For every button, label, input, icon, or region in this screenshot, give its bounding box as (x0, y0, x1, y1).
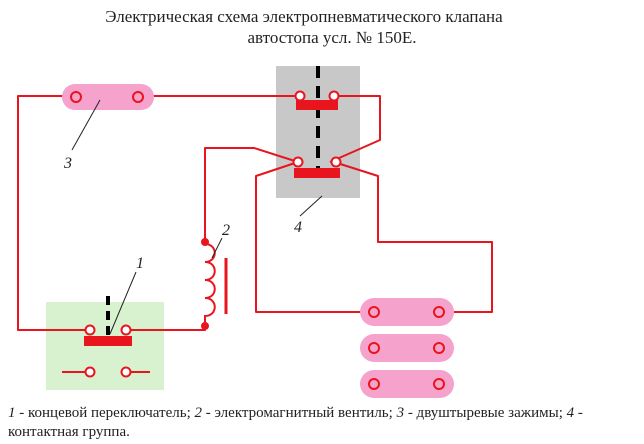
switch-lower-contact-right (120, 366, 132, 378)
terminal-1-pin-left (368, 306, 380, 318)
terminal-block-2 (360, 334, 454, 362)
label-terminals: 3 (63, 155, 72, 172)
title-line-2: автостопа усл. № 150Е. (247, 28, 417, 47)
contact-bar-upper (296, 100, 338, 110)
terminal-2-pin-right (433, 342, 445, 354)
label-solenoid-valve: 2 (222, 222, 230, 239)
terminal-3-pin-right (433, 378, 445, 390)
switch-lower-contact-left (84, 366, 96, 378)
limit-switch-bar (84, 336, 132, 346)
diagram-caption: 1 - концевой переключатель; 2 - электром… (8, 404, 638, 442)
leader-line-3 (71, 99, 101, 151)
contact-bar-lower (294, 168, 340, 178)
terminal-top-pin-right (132, 91, 144, 103)
terminal-block-3 (360, 370, 454, 398)
caption-num-1: 1 (8, 405, 16, 421)
caption-text-3: - двуштыревые зажимы; (404, 405, 567, 421)
label-limit-switch: 1 (136, 255, 144, 272)
title-line-1: Электрическая схема электропневматическо… (105, 7, 503, 26)
terminal-top-pin-left (70, 91, 82, 103)
wire-coil-to-contact (204, 147, 299, 242)
leader-line-4 (299, 195, 323, 217)
switch-contact-right (120, 324, 132, 336)
caption-text-2: - электромагнитный вентиль; (202, 405, 397, 421)
caption-num-3: 3 (396, 405, 405, 421)
wire-left-loop (17, 95, 90, 331)
coil-terminal-top (201, 238, 209, 246)
wire-lower-right (333, 161, 493, 313)
contact-lower-right (330, 156, 342, 168)
label-contact-group: 4 (294, 219, 302, 236)
terminal-1-pin-right (433, 306, 445, 318)
leader-line-1 (109, 271, 137, 335)
terminal-block-1 (360, 298, 454, 326)
contact-upper-left (294, 90, 306, 102)
solenoid-coil (204, 243, 216, 322)
leader-line-2 (211, 237, 223, 259)
coil-terminal-bottom (201, 322, 209, 330)
terminal-2-pin-left (368, 342, 380, 354)
contact-lower-left (292, 156, 304, 168)
diagram-title: Электрическая схема электропневматическо… (0, 6, 644, 48)
caption-text-4: - контактная группа. (8, 405, 583, 440)
wire-lower-left (255, 161, 372, 313)
contact-upper-right (328, 90, 340, 102)
switch-contact-left (84, 324, 96, 336)
terminal-block-top (62, 84, 154, 110)
caption-text-1: - концевой переключатель; (15, 405, 195, 421)
caption-num-4: 4 (566, 405, 575, 421)
caption-num-2: 2 (194, 405, 203, 421)
terminal-3-pin-left (368, 378, 380, 390)
wire-upper-right (329, 95, 381, 163)
